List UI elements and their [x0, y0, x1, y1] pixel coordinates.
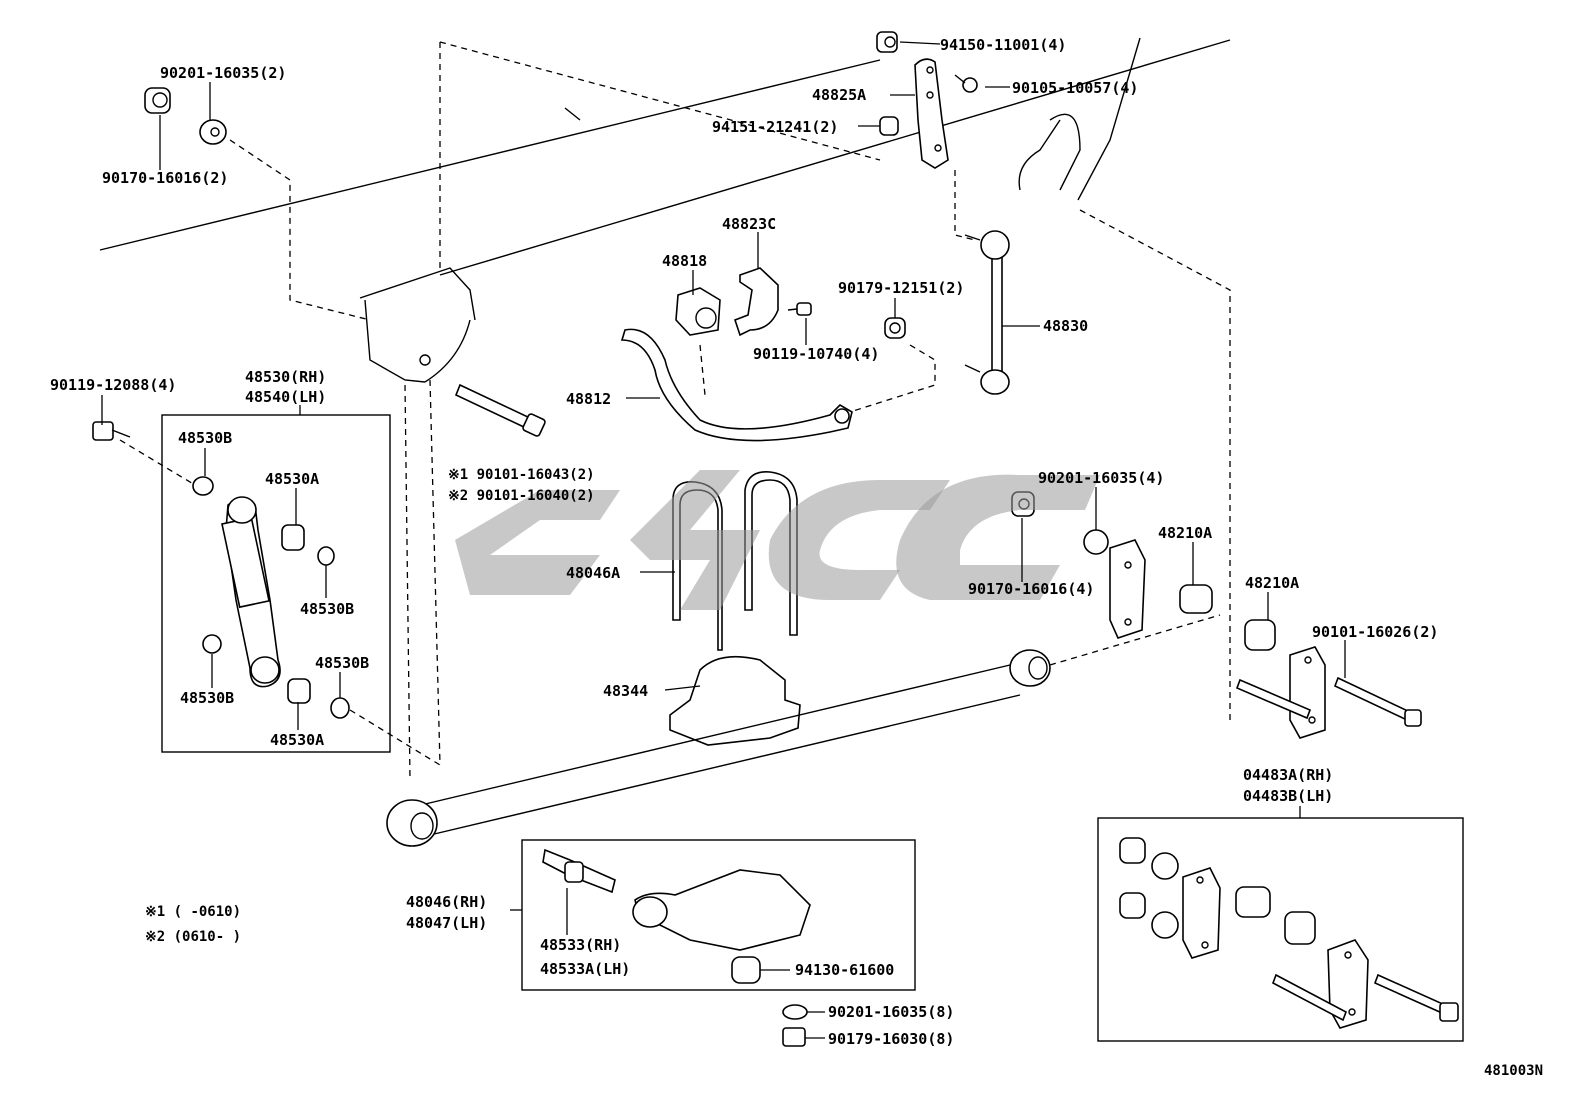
part-labels: 90201-16035(2) 90170-16016(2) 94150-1100…	[50, 36, 1543, 1079]
label-90105-10057-4: 90105-10057(4)	[1012, 79, 1138, 97]
label-48530A: 48530A	[265, 470, 319, 488]
label-48818: 48818	[662, 252, 707, 270]
label-04483A-rh: 04483A(RH)	[1243, 766, 1333, 784]
label-48530B: 48530B	[315, 654, 369, 672]
figure-code: 481003N	[1484, 1063, 1543, 1079]
footnote-1: ※1 ( -0610)	[145, 904, 241, 920]
leaf-spring	[386, 649, 1051, 847]
label-48046-rh: 48046(RH)	[406, 893, 487, 911]
label-48047-lh: 48047(LH)	[406, 914, 487, 932]
stabilizer-bar	[620, 328, 853, 442]
label-48210A: 48210A	[1245, 574, 1299, 592]
bushing-and-clamp	[675, 267, 906, 339]
label-90119-10740-4: 90119-10740(4)	[753, 345, 879, 363]
shock-absorber-group	[92, 414, 391, 753]
label-90179-12151-2: 90179-12151(2)	[838, 279, 964, 297]
label-90201-16035-2: 90201-16035(2)	[160, 64, 286, 82]
watermark-logo	[455, 470, 1100, 610]
label-48210A: 48210A	[1158, 524, 1212, 542]
shackle-kit-group	[1097, 817, 1464, 1042]
label-48533A-lh: 48533A(LH)	[540, 960, 630, 978]
label-48530A: 48530A	[270, 731, 324, 749]
shackle-parts	[1011, 491, 1422, 739]
label-94150-11001-4: 94150-11001(4)	[940, 36, 1066, 54]
label-90101-16026-2: 90101-16026(2)	[1312, 623, 1438, 641]
label-90201-16035-4: 90201-16035(4)	[1038, 469, 1164, 487]
label-90101-16040-2: ※2 90101-16040(2)	[448, 488, 595, 504]
label-48530B: 48530B	[300, 600, 354, 618]
label-90170-16016-4: 90170-16016(4)	[968, 580, 1094, 598]
label-90119-12088-4: 90119-12088(4)	[50, 376, 176, 394]
label-94151-21241-2: 94151-21241(2)	[712, 118, 838, 136]
label-48046A: 48046A	[566, 564, 620, 582]
label-48812: 48812	[566, 390, 611, 408]
footnote-2: ※2 (0610- )	[145, 929, 241, 945]
label-48540-lh: 48540(LH)	[245, 388, 326, 406]
bump-stopper	[669, 655, 801, 746]
label-48530-rh: 48530(RH)	[245, 368, 326, 386]
label-90179-16030-8: 90179-16030(8)	[828, 1030, 954, 1048]
leader-lines	[101, 41, 1346, 1039]
label-48530B: 48530B	[180, 689, 234, 707]
label-48530B: 48530B	[178, 429, 232, 447]
top-fasteners	[144, 31, 978, 145]
label-94130-61600: 94130-61600	[795, 961, 894, 979]
label-48344: 48344	[603, 682, 648, 700]
label-48825A: 48825A	[812, 86, 866, 104]
bracket-48825A	[914, 58, 949, 169]
label-90170-16016-2: 90170-16016(2)	[102, 169, 228, 187]
label-48823C: 48823C	[722, 215, 776, 233]
label-48533-rh: 48533(RH)	[540, 936, 621, 954]
frame-rail	[99, 37, 1231, 383]
label-48830: 48830	[1043, 317, 1088, 335]
reference-dashed-lines	[119, 41, 1231, 781]
bottom-fasteners	[782, 1004, 808, 1047]
label-04483B-lh: 04483B(LH)	[1243, 787, 1333, 805]
label-90201-16035-8: 90201-16035(8)	[828, 1003, 954, 1021]
stabilizer-link	[964, 230, 1010, 395]
label-90101-16043-2: ※1 90101-16043(2)	[448, 467, 595, 483]
long-bolt	[454, 383, 546, 437]
spring-seat-group	[521, 839, 916, 991]
